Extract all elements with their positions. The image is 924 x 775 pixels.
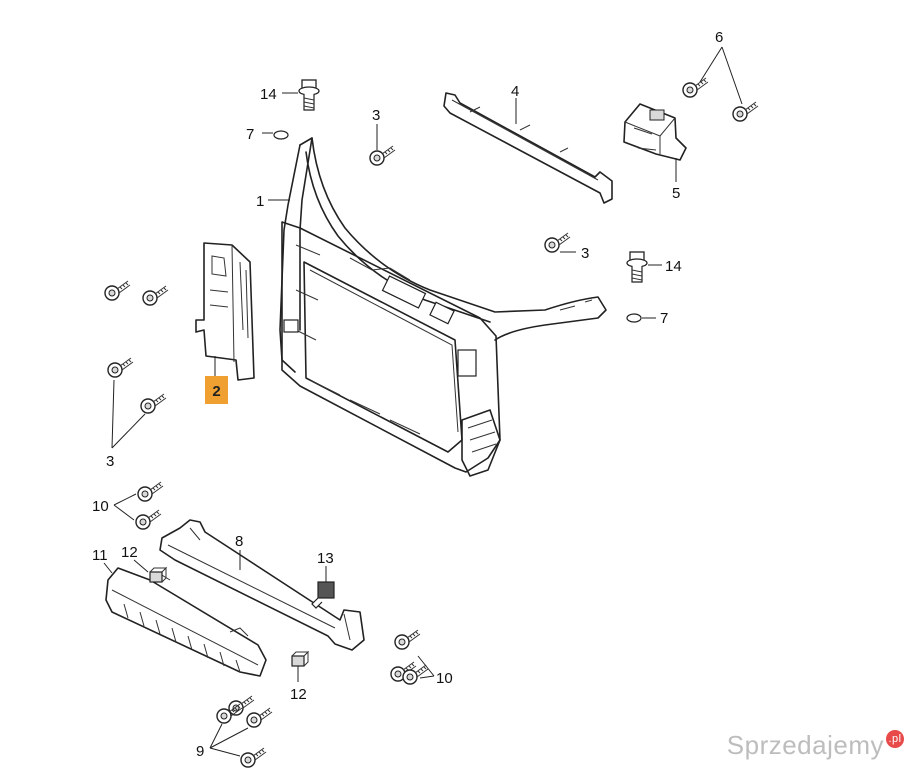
label-1: 1 (256, 193, 264, 210)
screw-icon (394, 629, 421, 650)
label-12-bottom: 12 (290, 686, 307, 703)
label-10-right: 10 (436, 670, 453, 687)
label-4: 4 (511, 83, 519, 100)
label-2: 2 (212, 383, 220, 400)
clip-icon (291, 650, 310, 682)
washer-icon (626, 313, 656, 323)
watermark-suffix: .pl (886, 730, 904, 748)
label-11: 11 (92, 547, 108, 564)
bolt-icon (626, 251, 662, 283)
clip-icon (133, 559, 168, 583)
watermark-text: Sprzedajemy (726, 730, 884, 760)
label-3-right: 3 (581, 245, 589, 262)
screw-icon (104, 280, 131, 301)
label-13: 13 (317, 550, 334, 567)
label-6: 6 (715, 29, 723, 46)
screw-icon (107, 357, 134, 378)
side-bracket[interactable]: 2 (195, 242, 255, 404)
bumper-beam (159, 519, 365, 651)
screw-icon (682, 77, 709, 98)
mount-block (623, 103, 687, 182)
label-12-top: 12 (121, 544, 138, 561)
screw-icon (140, 393, 167, 414)
label-5: 5 (672, 185, 680, 202)
label-10-left: 10 (92, 498, 109, 515)
label-14-right: 14 (665, 258, 682, 275)
upper-cross-member (443, 92, 613, 204)
label-9: 9 (196, 743, 204, 760)
sensor-icon (311, 566, 335, 609)
label-3-top: 3 (372, 107, 380, 124)
label-7-left: 7 (246, 126, 254, 143)
screw-icon (240, 747, 267, 768)
screw-icon (246, 707, 273, 728)
screw-icon (137, 481, 164, 502)
screw-icon (369, 145, 396, 166)
screw-icon (135, 509, 162, 530)
label-3-left: 3 (106, 453, 114, 470)
lock-carrier (279, 137, 607, 477)
bolt-icon (282, 79, 320, 111)
washer-icon (262, 130, 289, 140)
screw-icon (142, 285, 169, 306)
screw-icon (544, 232, 571, 253)
energy-absorber (103, 562, 267, 677)
highlight-box-2[interactable] (205, 376, 228, 404)
screw-icon (732, 101, 759, 122)
screw-icon (228, 695, 255, 716)
label-7-right: 7 (660, 310, 668, 327)
label-14-top: 14 (260, 86, 277, 103)
label-8: 8 (235, 533, 243, 550)
watermark: Sprzedajemy.pl (727, 730, 904, 761)
